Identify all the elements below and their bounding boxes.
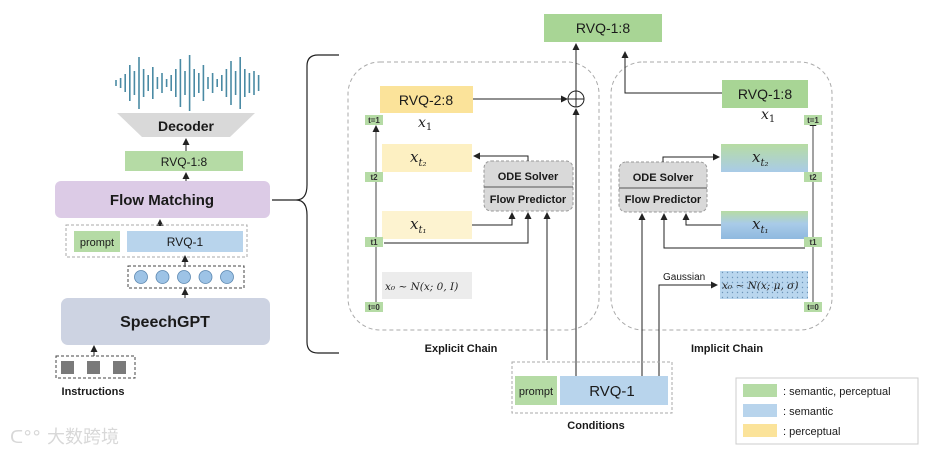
conditions-prompt-label: prompt: [519, 386, 553, 398]
explicit-x1-label: x1: [418, 115, 432, 133]
instruction-squares: [61, 361, 126, 374]
implicit-rvq-label: RVQ-1:8: [738, 86, 792, 102]
explicit-rvq-block: [380, 86, 473, 113]
rvq1-block: [127, 231, 243, 252]
token-circle: [134, 270, 148, 284]
time-tick-label: t=0: [807, 303, 819, 312]
time-tick-label: t=1: [807, 116, 819, 125]
implicit-flow-predictor-label: Flow Predictor: [625, 194, 702, 206]
watermark-logo-icon: ᑕ°°: [10, 427, 41, 448]
explicit-chain-panel: [347, 61, 600, 331]
explicit-xt2-label: xt₂: [410, 148, 427, 169]
legend-label: : semantic, perceptual: [783, 386, 891, 398]
conditions-rvq-label: RVQ-1: [589, 383, 635, 400]
implicit-ode-solver-label: ODE Solver: [633, 172, 694, 184]
rvq-output-block: [125, 151, 243, 171]
legend-swatch: [743, 424, 777, 437]
instruction-sequence: [55, 355, 136, 379]
gaussian-label: Gaussian: [663, 272, 705, 283]
flow-matching-label: Flow Matching: [110, 192, 214, 209]
decoder-label: Decoder: [158, 118, 215, 134]
implicit-chain-panel: [610, 61, 833, 331]
implicit-time-ticks: t=1 t2 t1 t=0: [804, 115, 822, 312]
explicit-flow-predictor-label: Flow Predictor: [490, 194, 567, 206]
legend-swatch: [743, 384, 777, 397]
explicit-ode-solver-label: ODE Solver: [498, 171, 559, 183]
final-rvq-label: RVQ-1:8: [576, 20, 630, 36]
rvq-output-label: RVQ-1:8: [161, 155, 208, 169]
flow-matching-block: [55, 181, 270, 218]
time-tick-label: t=1: [368, 116, 380, 125]
instruction-square: [87, 361, 100, 374]
rvq1-label: RVQ-1: [167, 235, 204, 249]
expansion-brace: [272, 54, 339, 354]
time-tick-label: t2: [370, 173, 378, 182]
time-tick-label: t2: [809, 173, 817, 182]
prompt-label: prompt: [80, 237, 114, 249]
watermark-text: 大数跨境: [47, 427, 119, 448]
instructions-label: Instructions: [62, 386, 125, 398]
conditions-rvq-block: [560, 376, 668, 405]
implicit-rvq-block: [722, 80, 808, 108]
explicit-rvq-label: RVQ-2:8: [399, 92, 453, 108]
explicit-x0-label: x₀ ~ N(x; 0, I): [385, 281, 458, 293]
legend-swatch: [743, 404, 777, 417]
implicit-xt2-block: [721, 144, 808, 172]
time-tick-badge: [365, 115, 383, 125]
time-tick-badge: [365, 172, 383, 182]
explicit-chain-title: Explicit Chain: [425, 343, 498, 355]
decoder-block: [117, 113, 255, 137]
token-circle: [177, 270, 191, 284]
explicit-time-ticks: t=1 t2 t1 t=0: [365, 115, 383, 312]
token-circle: [198, 270, 213, 284]
implicit-xt2-label: xt₂: [752, 148, 769, 169]
time-tick-badge: [365, 302, 383, 312]
implicit-x0-label: x₀ ~ N(x; μ, σ): [722, 280, 798, 292]
speechgpt-label: SpeechGPT: [120, 314, 210, 331]
condition-input-group: [65, 224, 248, 258]
conditions-group: [511, 361, 673, 414]
sum-icon: [567, 90, 585, 108]
explicit-xt1-block: [382, 211, 472, 239]
prompt-block: [74, 231, 120, 252]
time-tick-badge: [804, 172, 822, 182]
time-tick-badge: [804, 115, 822, 125]
instruction-square: [61, 361, 74, 374]
conditions-prompt-block: [515, 376, 557, 405]
legend-label: : perceptual: [783, 426, 840, 438]
time-tick-label: t1: [370, 238, 378, 247]
implicit-x0-block: [720, 271, 808, 299]
token-circles: [134, 270, 234, 284]
time-tick-label: t=0: [368, 303, 380, 312]
explicit-xt2-block: [382, 144, 472, 172]
time-tick-badge: [804, 237, 822, 247]
time-tick-badge: [365, 237, 383, 247]
explicit-x0-block: [382, 272, 472, 299]
time-tick-badge: [804, 302, 822, 312]
implicit-chain-title: Implicit Chain: [691, 343, 763, 355]
legend: : semantic, perceptual : semantic : percep…: [743, 384, 891, 438]
token-circle: [155, 270, 170, 284]
implicit-xt1-block: [721, 211, 808, 239]
waveform-icon: [115, 55, 260, 111]
final-rvq-block: [544, 14, 662, 42]
conditions-title: Conditions: [567, 420, 624, 432]
speechgpt-block: [61, 298, 270, 345]
token-circle: [220, 270, 234, 284]
instruction-square: [113, 361, 126, 374]
explicit-xt1-label: xt₁: [410, 215, 427, 236]
implicit-xt1-label: xt₁: [752, 215, 769, 236]
time-tick-label: t1: [809, 238, 817, 247]
legend-label: : semantic: [783, 406, 834, 418]
implicit-x1-label: x1: [761, 107, 775, 125]
